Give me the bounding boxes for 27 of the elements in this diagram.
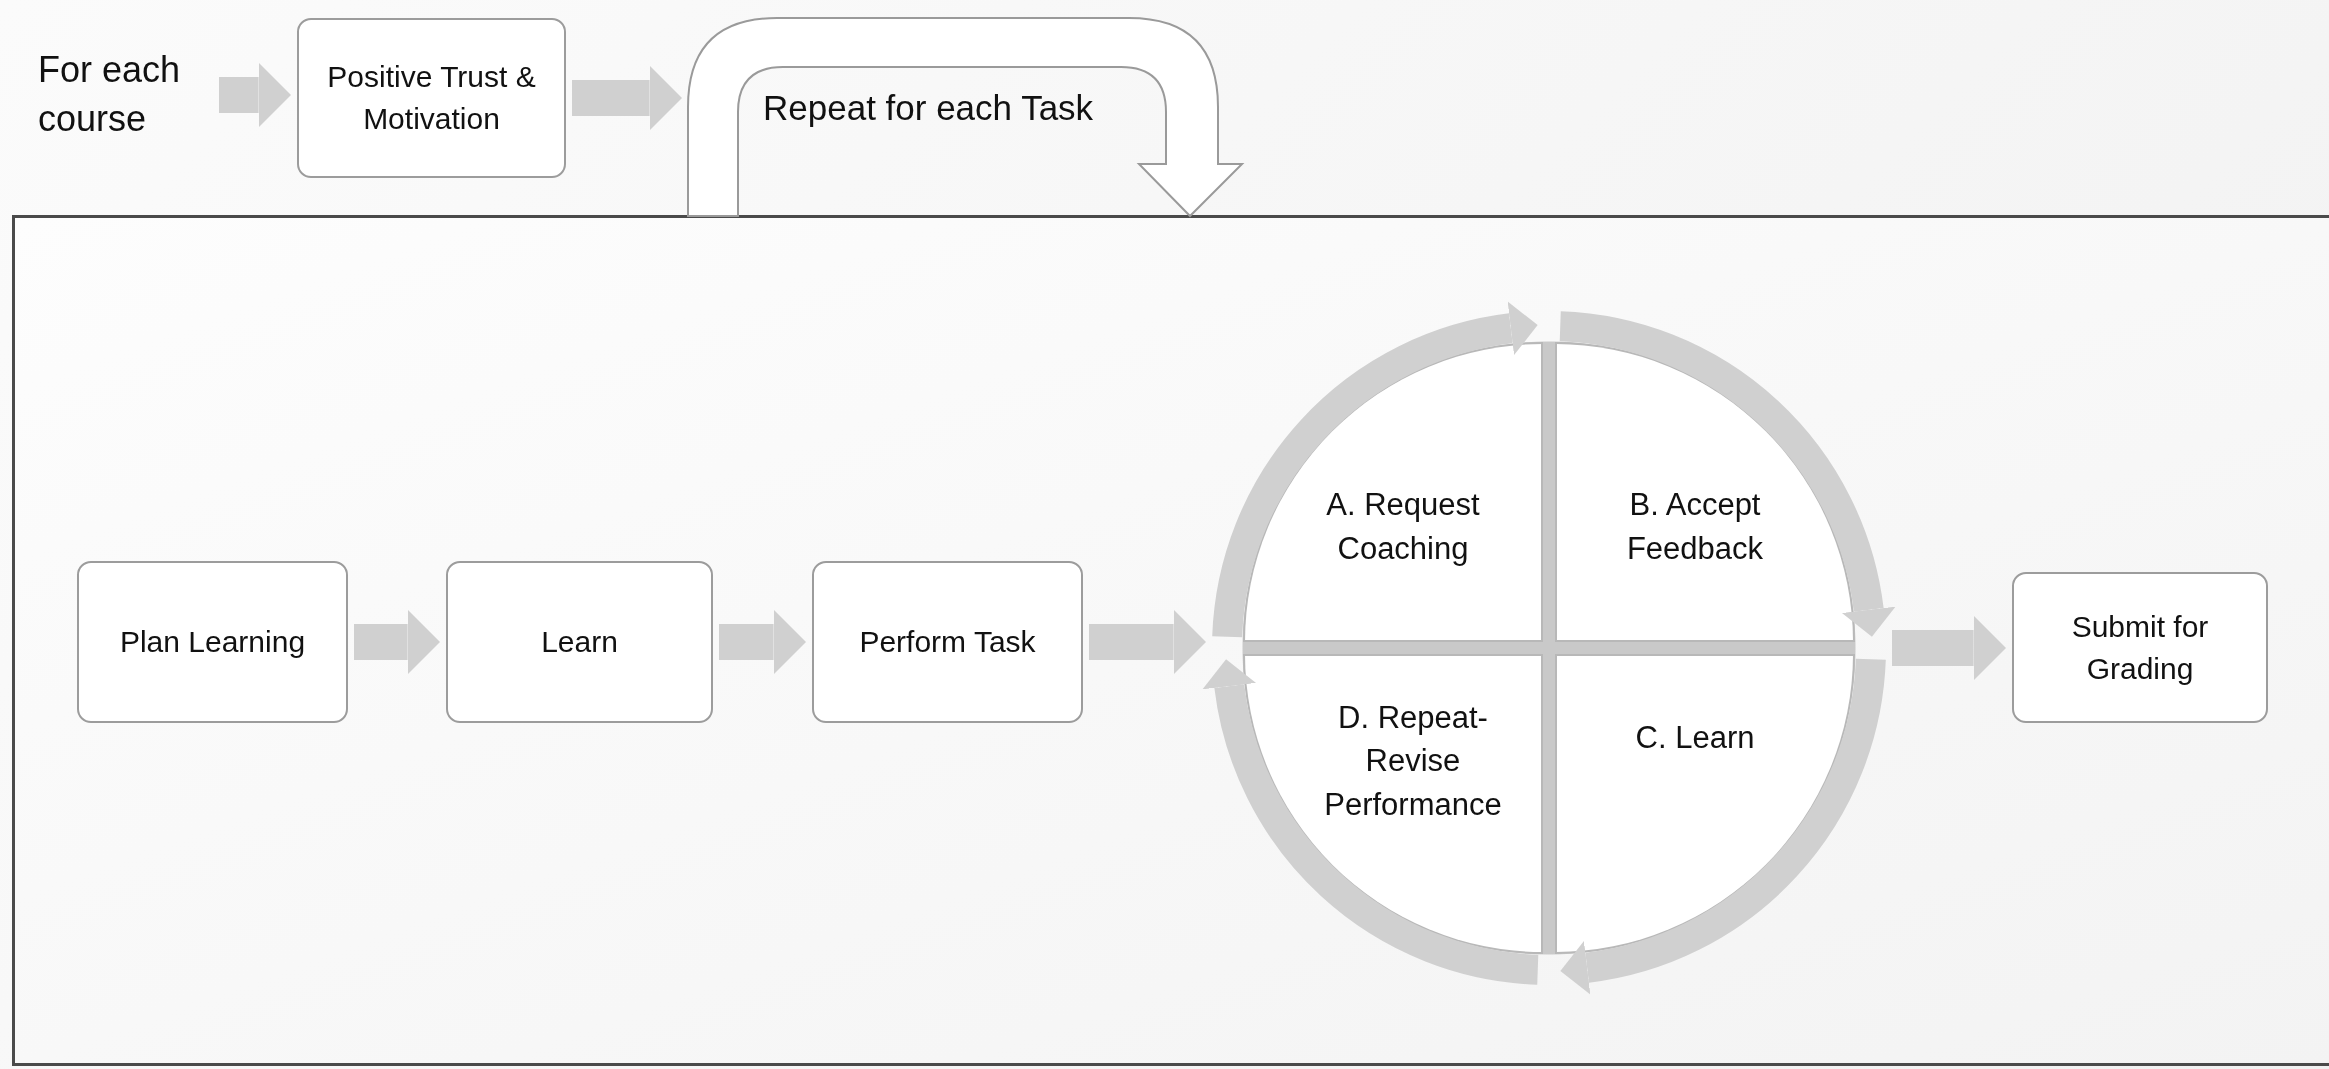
- arrow-label: Repeat for each Task: [763, 88, 1094, 128]
- block-arrow: [719, 609, 806, 675]
- cycle-arrow: [1558, 311, 1896, 637]
- step-text: For each course: [38, 48, 182, 141]
- process-box: [77, 561, 348, 723]
- step-label: Learn: [541, 624, 618, 660]
- step-label: Submit for Grading: [2070, 608, 2210, 687]
- step-label: B. Accept Feedback: [1625, 486, 1765, 568]
- task-frame: [12, 215, 2329, 1066]
- step-label: A. Request Coaching: [1325, 486, 1481, 568]
- block-arrow: [1089, 609, 1206, 675]
- block-arrow: [219, 62, 291, 128]
- process-box: [297, 18, 566, 178]
- process-box: [812, 561, 1083, 723]
- block-arrow: [354, 609, 440, 675]
- step-label: Positive Trust & Motivation: [326, 59, 537, 137]
- block-arrow: [1892, 615, 2006, 681]
- process-box: [2012, 572, 2268, 723]
- step-label: D. Repeat- Revise Performance: [1323, 699, 1503, 824]
- process-box: [446, 561, 713, 723]
- block-arrow: [572, 65, 682, 131]
- step-label: Perform Task: [859, 624, 1036, 660]
- cycle-arrow: [1212, 301, 1538, 639]
- cycle-arrow: [1560, 657, 1886, 995]
- step-label: C. Learn: [1635, 719, 1755, 757]
- cycle-arrow: [1202, 659, 1540, 985]
- step-label: Plan Learning: [119, 624, 306, 660]
